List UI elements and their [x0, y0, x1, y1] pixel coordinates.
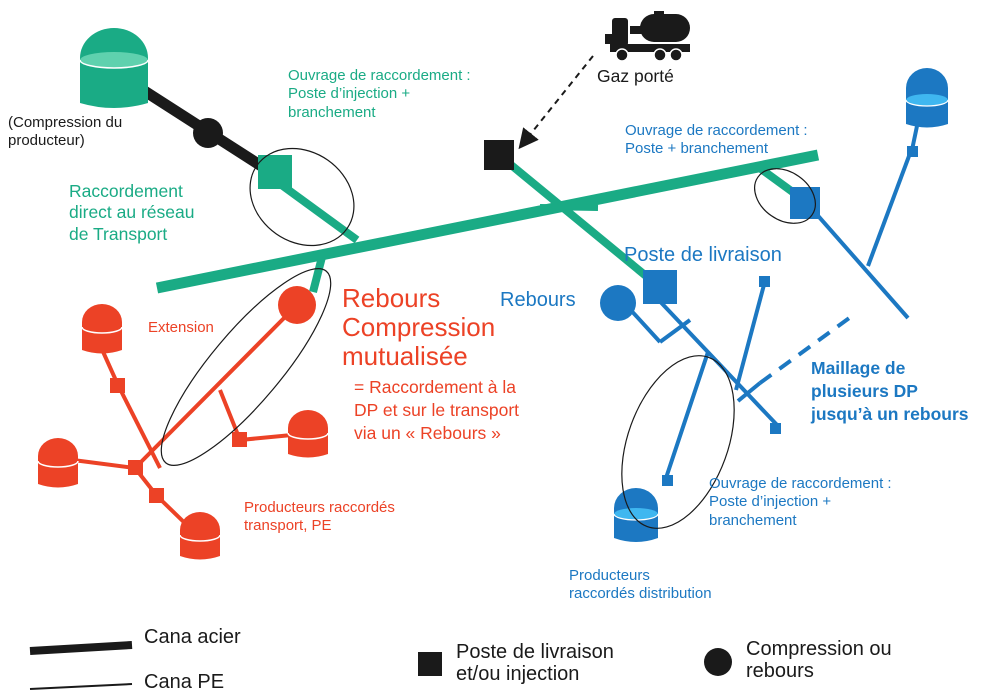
circle-compression-icon	[278, 286, 316, 324]
green-stub	[539, 204, 599, 211]
label-raccordement-direct: Raccordement direct au réseau de Transpo…	[69, 181, 195, 244]
legend-cana-acier: Cana acier	[144, 626, 241, 648]
label-raccordement-dp: = Raccordement à la DP et sur le transpo…	[354, 377, 520, 443]
legend-cana-pe: Cana PE	[144, 671, 225, 693]
circle-compression-icon	[193, 118, 223, 148]
label-ouvrage-injection-transport: Ouvrage de raccordement : Poste d’inject…	[288, 67, 471, 121]
legend-poste-livraison: Poste de livraison et/ou injection	[456, 641, 614, 686]
tank-icon	[37, 438, 79, 488]
highlight-ellipse	[160, 268, 332, 466]
highlight-ellipse	[249, 147, 355, 247]
square-station-icon	[907, 146, 918, 157]
circle-compression-icon	[600, 285, 636, 321]
tank-icon	[179, 512, 221, 560]
label-producteurs-distribution: Producteurs raccordés distribution	[569, 567, 712, 603]
label-gaz-porte: Gaz porté	[597, 66, 674, 86]
square-station-icon	[643, 270, 677, 304]
green-branch-gaz-porte	[502, 156, 660, 289]
highlight-ellipse	[754, 168, 816, 224]
tank-icon	[613, 488, 659, 542]
label-rebours-compression: Rebours Compression mutualisée	[342, 283, 496, 372]
tank-icon	[287, 410, 329, 458]
distribution-network	[625, 125, 919, 479]
label-poste-livraison: Poste de livraison	[624, 244, 782, 266]
label-compression-producteur: (Compression du producteur)	[8, 114, 123, 150]
label-ouvrage-injection-distribution: Ouvrage de raccordement : Poste d’inject…	[709, 475, 892, 529]
gaz-porte-arrow	[518, 55, 594, 150]
transport-network	[155, 149, 820, 294]
square-station-icon	[484, 140, 514, 170]
legend-compression-rebours: Compression ou rebours	[746, 638, 892, 683]
tank-icon	[81, 304, 123, 354]
square-station-icon	[770, 423, 781, 434]
highlight-ellipse	[621, 355, 735, 529]
square-station-icon	[662, 475, 673, 486]
red-stations	[110, 378, 247, 503]
label-rebours: Rebours	[500, 289, 576, 311]
green-branch-rebours	[309, 256, 326, 293]
square-station-icon	[759, 276, 770, 287]
label-producteurs-pe: Producteurs raccordés transport, PE	[244, 499, 395, 535]
label-maillage: Maillage de plusieurs DP jusqu’à un rebo…	[811, 358, 969, 424]
label-extension: Extension	[148, 319, 214, 336]
transport-main-pipe	[155, 149, 820, 294]
square-station-icon	[258, 155, 292, 189]
truck-icon	[605, 11, 690, 62]
tank-icon	[79, 28, 149, 109]
tank-icon	[905, 68, 949, 128]
label-ouvrage-poste-branchement: Ouvrage de raccordement : Poste + branch…	[625, 122, 808, 158]
legend-symbols	[29, 641, 732, 690]
